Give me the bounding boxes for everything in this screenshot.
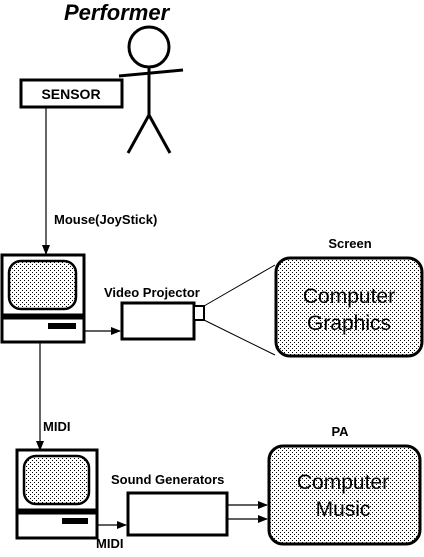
screen-text-line2: Graphics	[307, 312, 391, 335]
midi-bottom-label: MIDI	[96, 536, 123, 551]
screen-box: Computer Graphics	[274, 256, 424, 358]
screen-text-line1: Computer	[303, 285, 395, 308]
computer-top	[0, 253, 86, 344]
pa-box: Computer Music	[267, 444, 422, 546]
projection-line-top	[203, 264, 276, 307]
performer-label: Performer	[64, 0, 171, 25]
sensor-label: SENSOR	[41, 86, 100, 102]
video-projector-label: Video Projector	[104, 285, 200, 300]
pa-title: PA	[331, 424, 349, 439]
computer-bottom	[15, 448, 99, 540]
pa-text-line1: Computer	[297, 471, 389, 494]
pa-text-line2: Music	[316, 498, 371, 521]
mouse-label: Mouse(JoyStick)	[54, 212, 157, 227]
sound-generators-label: Sound Generators	[111, 472, 224, 487]
midi-top-label: MIDI	[43, 419, 70, 434]
sensor-box: SENSOR	[19, 78, 124, 109]
projection-line-bottom	[203, 319, 276, 356]
video-projector	[120, 301, 205, 341]
screen-title: Screen	[328, 236, 371, 251]
performer-figure	[118, 25, 184, 154]
sound-generators-box	[126, 491, 229, 537]
